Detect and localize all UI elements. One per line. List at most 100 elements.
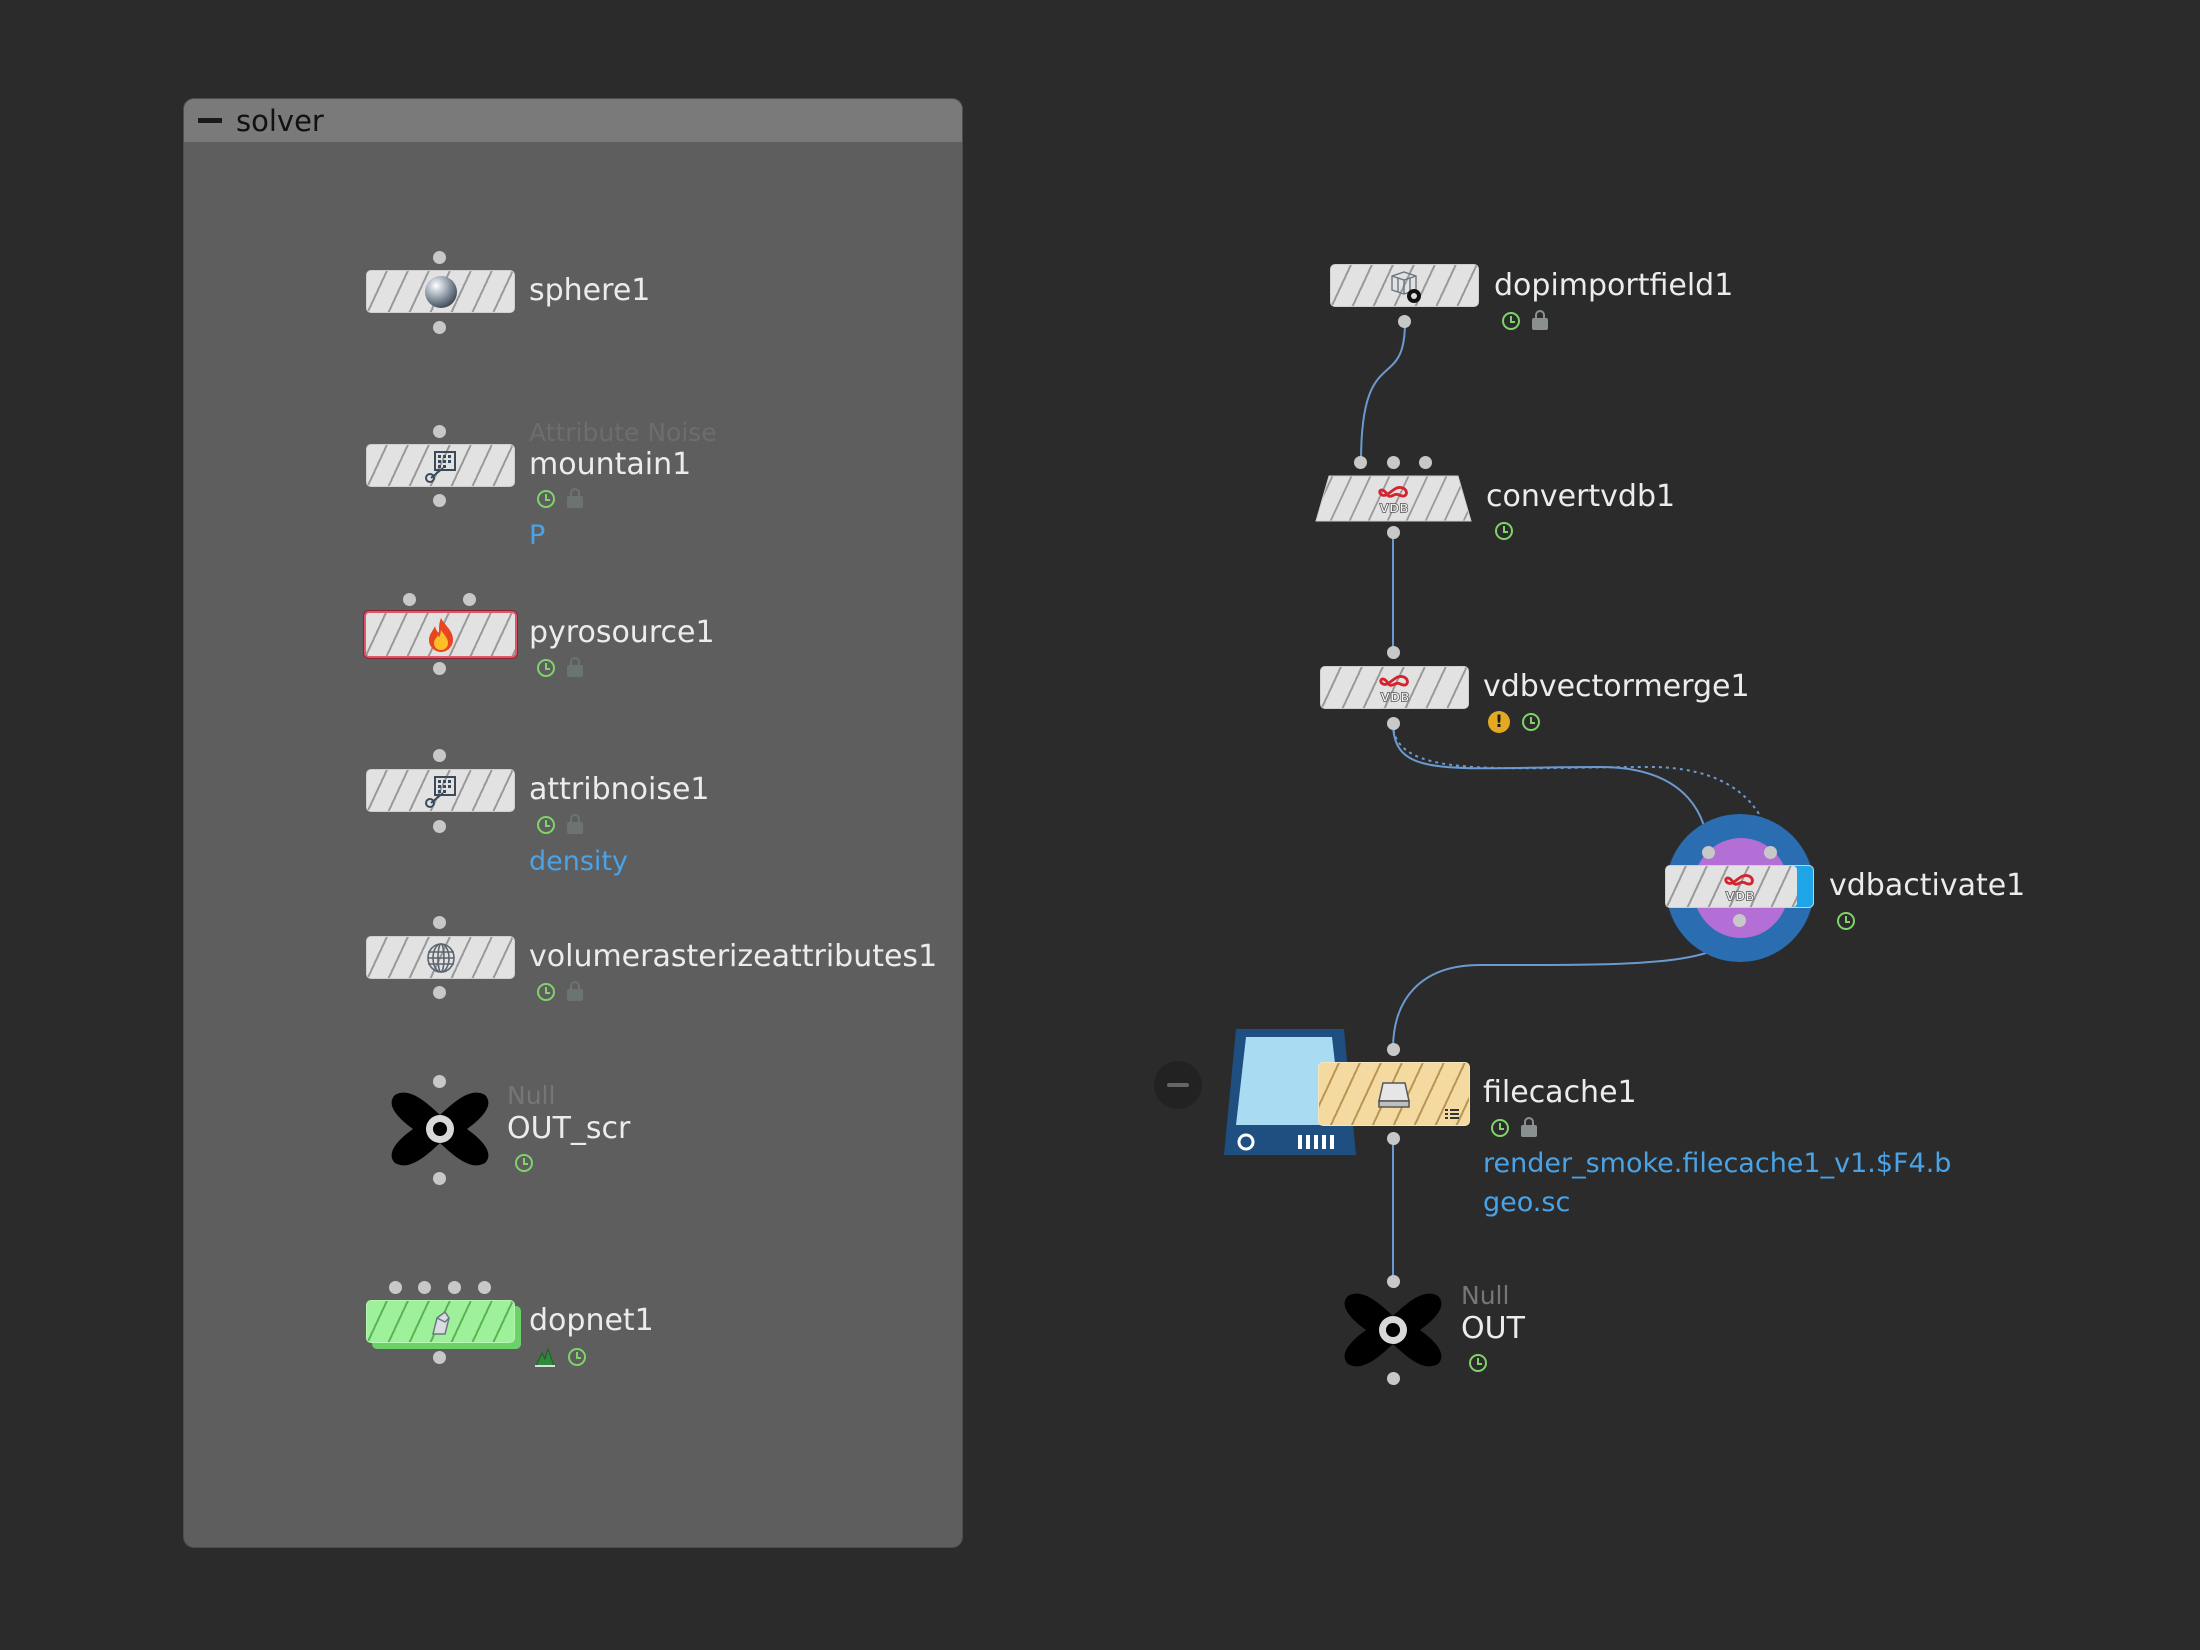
output-connector[interactable] — [1387, 1132, 1400, 1145]
node-flags — [1469, 1354, 1487, 1372]
vdb-icon-text: VDB — [1725, 889, 1754, 903]
node-parameter: density — [529, 846, 628, 877]
node-descriptor: Null — [507, 1081, 556, 1110]
node-flags — [1495, 522, 1513, 540]
vdb-icon: VDB — [1376, 670, 1414, 706]
time-dependent-icon — [1491, 1119, 1509, 1137]
node-flags — [1837, 912, 1855, 930]
node-dopimportfield1[interactable] — [1330, 264, 1479, 307]
output-connector[interactable] — [433, 820, 446, 833]
time-dependent-icon — [1502, 312, 1520, 330]
input-connector[interactable] — [1387, 1275, 1400, 1288]
lock-icon — [1521, 1117, 1537, 1137]
node-vdbactivate1[interactable]: VDB — [1665, 865, 1814, 908]
node-flags — [537, 981, 583, 1001]
input-connector[interactable] — [1387, 646, 1400, 659]
output-connector[interactable] — [433, 494, 446, 507]
node-filecache1[interactable] — [1318, 1062, 1470, 1126]
node-descriptor: Attribute Noise — [529, 418, 717, 447]
input-connector[interactable] — [1764, 846, 1777, 859]
input-connector[interactable] — [403, 593, 416, 606]
collapse-button[interactable] — [198, 118, 222, 123]
node-label: filecache1 — [1483, 1075, 1637, 1110]
node-flags — [515, 1154, 533, 1172]
network-box-header[interactable]: solver — [184, 99, 962, 142]
node-mountain1[interactable] — [366, 444, 515, 487]
output-connector[interactable] — [433, 1172, 446, 1185]
lock-icon — [1532, 310, 1548, 330]
null-icon[interactable] — [1338, 1288, 1448, 1372]
node-flags — [534, 1347, 586, 1367]
output-connector[interactable] — [433, 662, 446, 675]
node-volumerasterizeattributes1[interactable] — [366, 936, 515, 979]
node-dopnet1[interactable] — [366, 1300, 515, 1343]
time-dependent-icon — [537, 490, 555, 508]
warning-icon[interactable]: ! — [1488, 711, 1510, 733]
display-flag-icon — [535, 1347, 555, 1367]
time-dependent-icon — [568, 1348, 586, 1366]
input-connector[interactable] — [433, 251, 446, 264]
attribute-noise-icon — [422, 448, 460, 484]
time-dependent-icon — [537, 659, 555, 677]
output-connector[interactable] — [433, 1351, 446, 1364]
collapse-node-button[interactable] — [1154, 1061, 1202, 1109]
node-attribnoise1[interactable] — [366, 769, 515, 812]
node-flags — [1502, 310, 1548, 330]
input-connector[interactable] — [1387, 1043, 1400, 1056]
wire-vdbvectormerge1-vdbactivate1 — [1392, 722, 1709, 853]
time-dependent-icon — [537, 816, 555, 834]
input-connector[interactable] — [1702, 846, 1715, 859]
output-connector[interactable] — [433, 321, 446, 334]
input-connector[interactable] — [1354, 456, 1367, 469]
input-connector[interactable] — [433, 749, 446, 762]
input-connector[interactable] — [433, 916, 446, 929]
output-connector[interactable] — [1398, 315, 1411, 328]
node-label: vdbactivate1 — [1829, 868, 2026, 903]
input-connector[interactable] — [433, 1075, 446, 1088]
network-box-title: solver — [236, 103, 324, 138]
node-flags — [537, 657, 583, 677]
node-convertvdb1[interactable]: VDB — [1315, 475, 1472, 522]
input-connector[interactable] — [389, 1281, 402, 1294]
time-dependent-icon — [1469, 1354, 1487, 1372]
node-vdbvectormerge1[interactable]: VDB — [1320, 666, 1469, 709]
time-dependent-icon — [1495, 522, 1513, 540]
node-label: dopnet1 — [529, 1303, 654, 1338]
node-label: dopimportfield1 — [1494, 268, 1734, 303]
attribute-noise-icon — [422, 773, 460, 809]
lock-icon — [567, 657, 583, 677]
output-connector[interactable] — [1387, 1372, 1400, 1385]
dop-network-icon — [422, 1304, 460, 1340]
node-parameter: render_smoke.filecache1_v1.$F4.b — [1483, 1148, 1952, 1179]
node-label: volumerasterizeattributes1 — [529, 939, 938, 974]
lock-icon — [567, 488, 583, 508]
input-connector[interactable] — [418, 1281, 431, 1294]
dop-import-field-icon — [1386, 268, 1424, 304]
input-connector[interactable] — [478, 1281, 491, 1294]
node-parameter: geo.sc — [1483, 1187, 1571, 1218]
node-label: OUT_scr — [507, 1111, 631, 1146]
input-connector[interactable] — [448, 1281, 461, 1294]
node-label: pyrosource1 — [529, 615, 715, 650]
input-connector[interactable] — [433, 425, 446, 438]
time-dependent-icon — [537, 983, 555, 1001]
node-sphere1[interactable] — [366, 270, 515, 313]
parameter-list-icon — [1445, 1109, 1459, 1119]
input-connector[interactable] — [1419, 456, 1432, 469]
input-connector[interactable] — [463, 593, 476, 606]
node-parameter: P — [529, 520, 546, 551]
sphere-icon — [422, 274, 460, 310]
output-connector[interactable] — [433, 986, 446, 999]
time-dependent-icon — [1522, 713, 1540, 731]
null-icon[interactable] — [385, 1087, 495, 1171]
node-label: vdbvectormerge1 — [1483, 669, 1750, 704]
node-pyrosource1[interactable] — [364, 611, 517, 658]
lock-icon — [567, 981, 583, 1001]
node-flags — [1491, 1117, 1537, 1137]
node-flags — [537, 488, 583, 508]
time-dependent-icon — [1837, 912, 1855, 930]
output-connector[interactable] — [1387, 717, 1400, 730]
output-connector[interactable] — [1733, 914, 1746, 927]
input-connector[interactable] — [1387, 456, 1400, 469]
output-connector[interactable] — [1387, 526, 1400, 539]
